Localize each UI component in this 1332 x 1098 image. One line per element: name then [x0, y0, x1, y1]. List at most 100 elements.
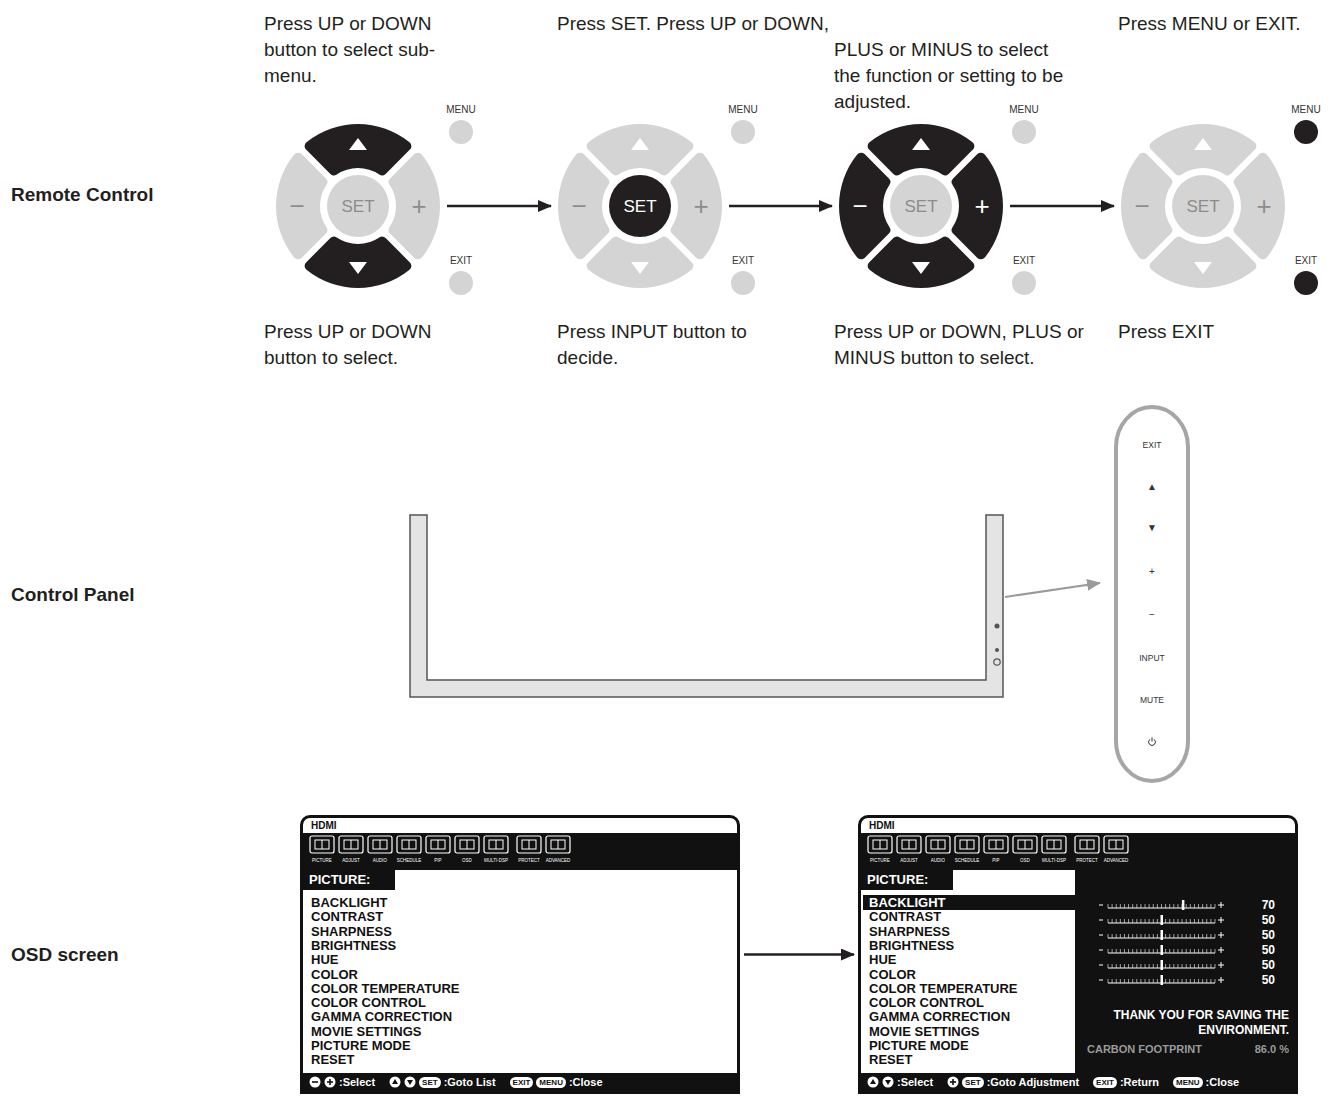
menu-icon [1013, 836, 1037, 853]
menu-icon [897, 836, 921, 853]
menu-icon [926, 836, 950, 853]
panel-button-label: EXIT [1143, 441, 1162, 450]
dpad-key [1121, 153, 1172, 260]
leader-arrow [1005, 583, 1100, 597]
menu-item: RESET [311, 1052, 354, 1067]
icon-caption: ADJUST [900, 858, 918, 864]
remote-button: MENU [437, 102, 485, 150]
panel-button-label: ▲ [1147, 482, 1157, 492]
dpad-key [839, 153, 890, 260]
slider-value: 50 [1245, 943, 1275, 957]
key-label: − [571, 193, 586, 219]
menu-icon [1104, 836, 1128, 853]
key-label: SET [904, 198, 937, 215]
remote-button: EXIT [719, 253, 767, 301]
icon-caption: OSD [462, 858, 472, 864]
key-label: SET [341, 198, 374, 215]
instruction-text: Press MENU or EXIT. [1118, 11, 1328, 37]
set-key [609, 175, 671, 237]
key-label: − [289, 193, 304, 219]
panel-button-label: INPUT [1139, 654, 1165, 663]
icon-caption: MULTI-DSP [1042, 858, 1066, 864]
menu-item: HUE [311, 952, 338, 967]
button-label: MENU [719, 102, 767, 118]
icon-caption: PICTURE [312, 858, 332, 864]
button-label: MENU [1282, 102, 1330, 118]
key-label: + [1256, 193, 1271, 219]
key-icon [309, 1076, 321, 1088]
dpad-key [305, 237, 412, 288]
set-key [327, 175, 389, 237]
key-pill: MENU [536, 1077, 566, 1088]
carbon-value: 86.0 % [1227, 1042, 1289, 1056]
set-key [1172, 175, 1234, 237]
source-name: HDMI [311, 818, 337, 833]
menu-item: SHARPNESS [869, 924, 950, 939]
arrow-symbol [912, 138, 930, 150]
slider-value: 70 [1245, 898, 1275, 912]
icon-caption: ADJUST [342, 858, 360, 864]
icon-caption: PROTECT [518, 858, 540, 864]
menu-item: CONTRAST [311, 909, 383, 924]
icon-caption: PIP [992, 858, 999, 864]
dpad-key [587, 237, 694, 288]
remote-button: EXIT [1282, 253, 1330, 301]
carbon-label: CARBON FOOTPRINT [1087, 1042, 1202, 1056]
key-pill: MENU [1173, 1077, 1203, 1088]
key-label: − [852, 193, 867, 219]
menu-item: COLOR CONTROL [869, 995, 984, 1010]
osd-screen: HDMIPICTUREADJUSTAUDIOSCHEDULEPIPOSDMULT… [858, 815, 1298, 1094]
footer-hint: :Select [339, 1075, 375, 1089]
menu-item: PICTURE MODE [869, 1038, 969, 1053]
power-switch [994, 659, 1000, 665]
menu-icon [955, 836, 979, 853]
panel-button-label: MUTE [1140, 696, 1164, 705]
icon-caption: ADVANCED [1104, 858, 1129, 864]
dpad-key [587, 124, 694, 175]
key-icon [882, 1076, 894, 1088]
key-icon [947, 1076, 959, 1088]
eco-message: THANK YOU FOR SAVING THE ENVIRONMENT. [1111, 1008, 1289, 1038]
monitor-frame [410, 515, 1003, 697]
icon-caption: MULTI-DSP [484, 858, 508, 864]
menu-icon [426, 836, 450, 853]
arrow-symbol [1194, 262, 1212, 274]
slider-value: 50 [1245, 973, 1275, 987]
arrow-symbol [349, 262, 367, 274]
arrow-symbol [349, 138, 367, 150]
footer-hint: :Goto List [444, 1075, 496, 1089]
icon-caption: PICTURE [870, 858, 890, 864]
slider-value: 50 [1245, 958, 1275, 972]
slider-group [1099, 900, 1224, 985]
key-icon [324, 1076, 336, 1088]
menu-item: HUE [869, 952, 896, 967]
menu-icon [1075, 836, 1099, 853]
dpad-key [952, 153, 1003, 260]
menu-icon [984, 836, 1008, 853]
footer-hint: :Return [1120, 1075, 1159, 1089]
button-label: EXIT [719, 253, 767, 269]
instruction-text: Press EXIT [1118, 319, 1318, 345]
key-label: + [974, 193, 989, 219]
menu-item: CONTRAST [869, 909, 941, 924]
panel-button-label: − [1149, 610, 1155, 620]
key-label: + [693, 193, 708, 219]
button-strip-outline [1114, 405, 1190, 783]
icon-caption: PROTECT [1076, 858, 1098, 864]
flow-arrow [744, 953, 854, 956]
remote-button: EXIT [437, 253, 485, 301]
instruction-text: Press UP or DOWN, PLUS or MINUS button t… [834, 319, 1096, 371]
instruction-text: PLUS or MINUS to select the function or … [834, 37, 1076, 115]
dpad-key [1150, 237, 1257, 288]
menu-item: GAMMA CORRECTION [869, 1009, 1010, 1024]
footer-hint: :Select [897, 1075, 933, 1089]
menu-item: MOVIE SETTINGS [869, 1024, 980, 1039]
remote-dpad: − SET + [273, 121, 443, 291]
icon-caption: SCHEDULE [955, 858, 980, 864]
panel-button-label: ▼ [1147, 523, 1157, 533]
instruction-text: Press UP or DOWN button to select. [264, 319, 464, 371]
key-label: + [411, 193, 426, 219]
dpad-key [671, 153, 722, 260]
led-dot [995, 648, 999, 652]
dpad-key [389, 153, 440, 260]
